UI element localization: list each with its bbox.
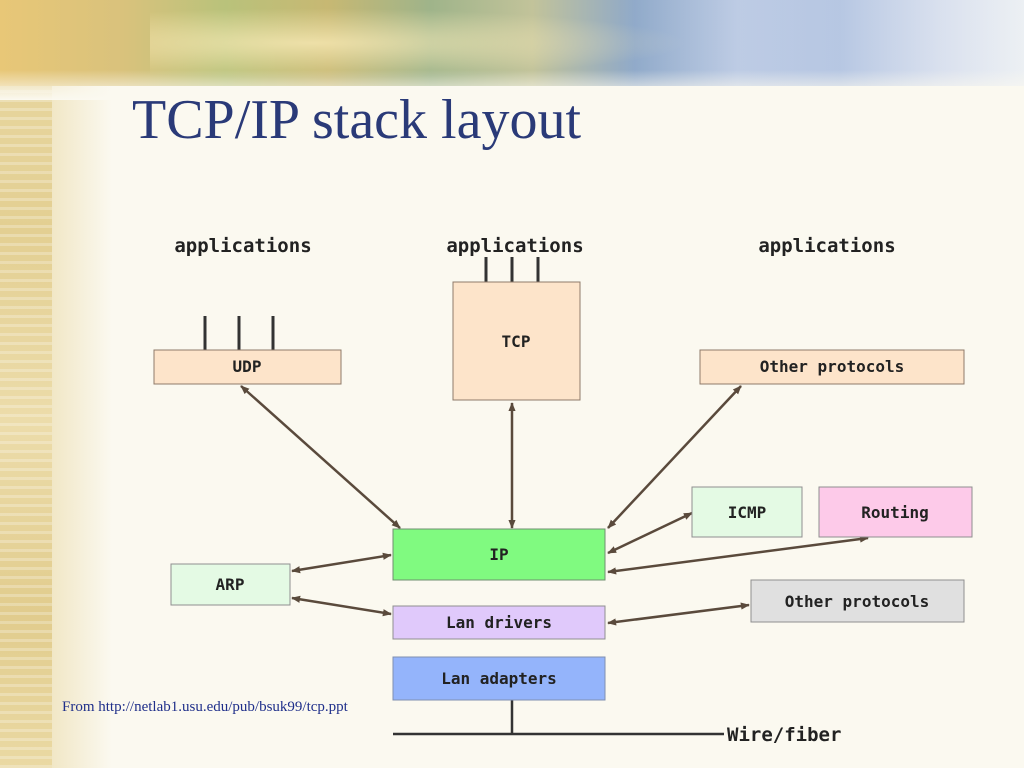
tcp-application-ports	[484, 257, 540, 282]
arp-ip-arrow	[291, 552, 392, 574]
decorative-left-strip	[0, 0, 52, 768]
other-protocols-top-box: Other protocols	[699, 349, 965, 385]
other-protocols-top-label: Other protocols	[760, 357, 905, 376]
other-protocols-bottom-label: Other protocols	[785, 592, 930, 611]
ip-box: IP	[392, 528, 606, 581]
tcp-box: TCP	[452, 281, 581, 401]
lan-drivers-other-protocols-arrow	[607, 602, 750, 626]
udp-box-label: UDP	[233, 357, 262, 376]
udp-box: UDP	[153, 349, 342, 385]
lan-adapters-box: Lan adapters	[392, 656, 606, 701]
wire-lines	[393, 700, 724, 736]
wire-fiber-label: Wire/fiber	[727, 724, 841, 746]
lan-adapters-label: Lan adapters	[441, 669, 557, 688]
udp-application-ports	[203, 316, 275, 350]
lan-drivers-box: Lan drivers	[392, 605, 606, 640]
arp-box: ARP	[170, 563, 291, 606]
routing-box: Routing	[818, 486, 973, 538]
icmp-box: ICMP	[691, 486, 803, 538]
decorative-top-fade	[0, 70, 1024, 100]
routing-ip-arrow	[607, 535, 869, 575]
ip-box-label: IP	[489, 545, 508, 564]
tcp-box-label: TCP	[502, 332, 531, 351]
source-caption: From http://netlab1.usu.edu/pub/bsuk99/t…	[62, 699, 348, 715]
applications-label-center: applications	[446, 235, 583, 257]
icmp-ip-arrow	[607, 511, 693, 555]
applications-label-left: applications	[174, 235, 311, 257]
slide-title: TCP/IP stack layout	[132, 89, 582, 151]
decorative-left-fade	[52, 0, 112, 768]
decorative-top-highlight	[150, 8, 690, 78]
arp-box-label: ARP	[216, 575, 245, 594]
other-protocols-bottom-box: Other protocols	[750, 579, 965, 623]
other-protocols-ip-arrow	[607, 385, 742, 529]
applications-label-right: applications	[758, 235, 895, 257]
routing-box-label: Routing	[861, 503, 928, 522]
icmp-box-label: ICMP	[728, 503, 767, 522]
arp-lan-drivers-arrow	[291, 595, 392, 617]
udp-ip-arrow	[240, 385, 401, 529]
lan-drivers-label: Lan drivers	[446, 613, 552, 632]
